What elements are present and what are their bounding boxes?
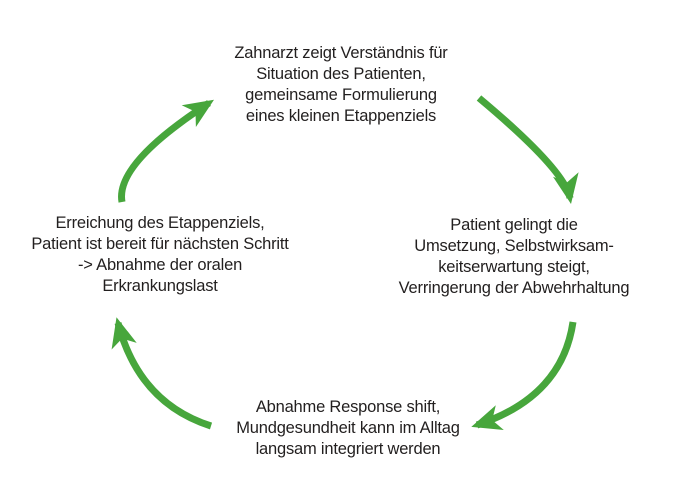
cycle-node-top-line4: eines kleinen Etappenziels	[245, 107, 437, 125]
cycle-node-right-line4: Verringerung der Abwehrhaltung	[398, 279, 630, 297]
arrow-bottom-to-left	[111, 317, 213, 430]
cycle-node-bottom-line3: langsam integriert werden	[255, 440, 441, 458]
arrow-top-to-right-curve	[476, 95, 574, 199]
arrow-right-to-bottom	[471, 321, 577, 430]
arrow-top-to-right	[476, 95, 579, 204]
cycle-node-right-line1: Patient gelingt die	[450, 216, 578, 234]
arrow-left-to-top	[118, 99, 214, 203]
arrow-left-to-top-curve	[118, 100, 211, 203]
cycle-node-goal-reached: Erreichung des Etappenziels, Patient ist…	[31, 213, 288, 297]
arrow-right-to-bottom-head-icon	[471, 405, 504, 430]
cycle-node-left-line1: Erreichung des Etappenziels,	[55, 214, 265, 232]
cycle-node-right-line2: Umsetzung, Selbstwirksam-	[414, 237, 614, 255]
cycle-node-top-line2: Situation des Patienten,	[256, 65, 426, 83]
cycle-node-response-shift: Abnahme Response shift, Mundgesundheit k…	[236, 397, 460, 460]
arrow-right-to-bottom-curve	[475, 321, 577, 429]
cycle-node-patient-success: Patient gelingt die Umsetzung, Selbstwir…	[399, 215, 630, 299]
arrow-bottom-to-left-head-icon	[111, 317, 137, 350]
arrow-bottom-to-left-curve	[114, 322, 213, 430]
arrow-top-to-right-head-icon	[553, 172, 579, 204]
arrow-left-to-top-head-icon	[181, 99, 214, 127]
cycle-node-left-line3: -> Abnahme der oralen	[77, 256, 243, 274]
cycle-node-bottom-line1: Abnahme Response shift,	[255, 398, 441, 416]
cycle-node-top-line1: Zahnarzt zeigt Verständnis für	[234, 44, 448, 62]
cycle-node-top-line3: gemeinsame Formulierung	[245, 86, 437, 104]
cycle-node-left-line4: Erkrankungslast	[102, 277, 218, 295]
cycle-node-bottom-line2: Mundgesundheit kann im Alltag	[236, 419, 460, 437]
cycle-node-right-line3: keitserwartung steigt,	[438, 258, 590, 276]
cycle-node-dentist-empathy: Zahnarzt zeigt Verständnis für Situation…	[234, 43, 447, 127]
cycle-node-left-line2: Patient ist bereit für nächsten Schritt	[31, 235, 289, 253]
